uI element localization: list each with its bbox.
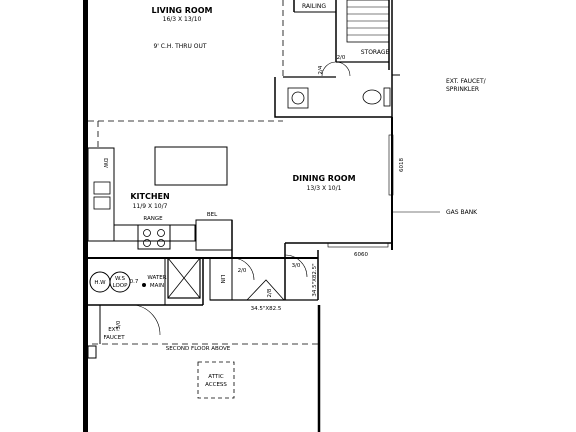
dw-label: DW <box>102 158 108 168</box>
island <box>154 146 228 186</box>
point7-label: 0.7 <box>130 279 139 285</box>
door-label-2-0-top: 2/0 <box>337 55 346 61</box>
toilet <box>362 89 382 105</box>
ext-faucet-sprinkler-1: EXT. FAUCET/ <box>446 78 487 85</box>
door-label-3-0-left: 3/0 <box>116 320 122 329</box>
door-label-3-0-mid: 3/0 <box>292 263 301 269</box>
shower-stall <box>167 257 201 299</box>
ext-faucet-sprinkler-2: SPRINKLER <box>446 86 479 93</box>
living-room-name: LIVING ROOM <box>151 6 212 15</box>
gas-bank-label: GAS BANK <box>446 209 478 216</box>
attic-label-1: ATTIC <box>208 374 224 380</box>
door-size-1: 34.5"X82.5" <box>312 263 318 296</box>
ws-label-2: LOOP <box>113 283 129 289</box>
range-label: RANGE <box>143 216 163 222</box>
powder-room-wall <box>274 77 392 118</box>
window-label-6060: 6060 <box>354 252 368 258</box>
ext-faucet-1: EXT. <box>108 327 120 333</box>
kitchen-size: 11/9 X 10/7 <box>133 203 168 210</box>
ceiling-height-note: 9' C.H. THRU OUT <box>153 43 206 50</box>
window-6018 <box>388 134 394 196</box>
range <box>137 224 171 250</box>
hw-label: H.W <box>94 280 106 286</box>
door-label-2-8: 2/8 <box>267 288 273 297</box>
window-label-6018: 6018 <box>399 158 405 172</box>
door-label-2-4: 2/4 <box>318 65 324 74</box>
dining-room-size: 13/3 X 10/1 <box>307 185 342 192</box>
attic-access-box <box>197 361 235 399</box>
water-main-1: WATER <box>147 275 166 281</box>
door-label-2-0-mid: 2/0 <box>238 268 247 274</box>
window-6060 <box>327 242 389 248</box>
ws-label-1: W.S <box>115 276 126 282</box>
lin-label: LIN <box>219 275 225 284</box>
left-exterior-wall <box>83 0 88 432</box>
bel-label: BEL <box>207 212 218 218</box>
second-floor-label: SECOND FLOOR ABOVE <box>166 346 231 352</box>
ws-loop <box>109 271 131 293</box>
dining-room-name: DINING ROOM <box>292 174 355 183</box>
water-main-2: MAIN <box>150 283 164 289</box>
sink <box>287 87 309 109</box>
living-room-size: 16/3 X 13/10 <box>163 16 202 23</box>
refrigerator <box>195 219 233 251</box>
storage-label: STORAGE <box>361 49 390 56</box>
door-size-2: 34.5"X82.5 <box>251 306 282 312</box>
attic-label-2: ACCESS <box>205 382 227 388</box>
ext-faucet-2: FAUCET <box>103 335 125 341</box>
kitchen-name: KITCHEN <box>130 192 169 201</box>
kitchen-counter <box>87 147 115 242</box>
ext-faucet-marker <box>87 345 97 359</box>
water-main <box>142 283 146 287</box>
railing-label: RAILING <box>302 3 326 10</box>
